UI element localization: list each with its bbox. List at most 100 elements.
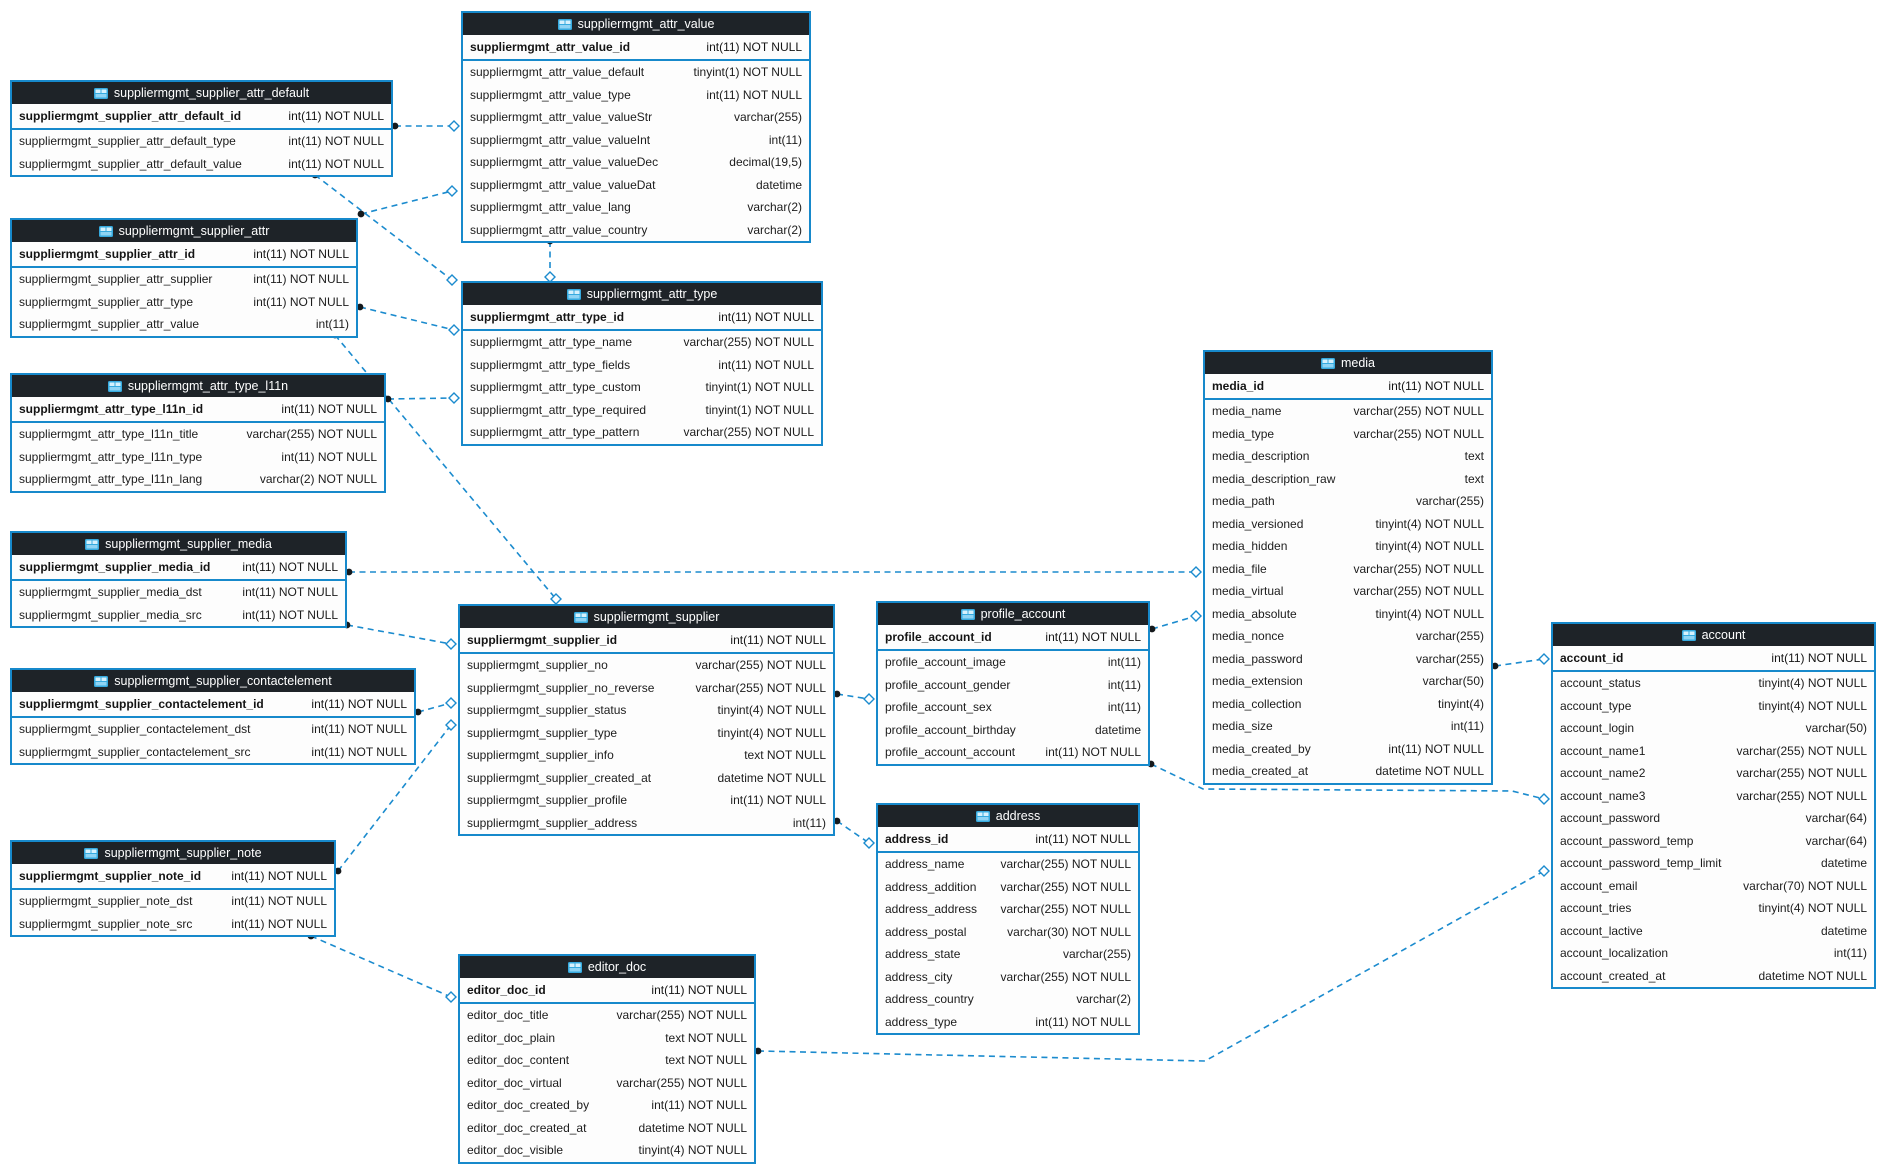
table-row[interactable]: suppliermgmt_supplier_attr_default_type … <box>12 130 391 153</box>
table-row[interactable]: media_collection tinyint(4) <box>1205 693 1491 716</box>
table-row[interactable]: suppliermgmt_supplier_attr_supplier int(… <box>12 268 356 291</box>
table-row[interactable]: suppliermgmt_attr_value_country varchar(… <box>463 219 809 242</box>
relation-supplier-attr-to-attr-value[interactable] <box>357 185 458 218</box>
table-row[interactable]: suppliermgmt_attr_type_required tinyint(… <box>463 399 821 422</box>
table-row[interactable]: media_type varchar(255) NOT NULL <box>1205 423 1491 446</box>
relation-supplier-to-address[interactable] <box>833 817 875 849</box>
table-row[interactable]: media_password varchar(255) <box>1205 648 1491 671</box>
table-header[interactable]: suppliermgmt_attr_type_l11n <box>12 375 384 397</box>
table-row[interactable]: editor_doc_plain text NOT NULL <box>460 1027 754 1050</box>
table-row[interactable]: address_state varchar(255) <box>878 943 1138 966</box>
table-row[interactable]: profile_account_account int(11) NOT NULL <box>878 741 1148 764</box>
table-row[interactable]: account_name2 varchar(255) NOT NULL <box>1553 762 1874 785</box>
table-header[interactable]: suppliermgmt_supplier_media <box>12 533 345 555</box>
table-row[interactable]: media_created_by int(11) NOT NULL <box>1205 738 1491 761</box>
table-row[interactable]: suppliermgmt_supplier_attr_value int(11) <box>12 313 356 336</box>
table-row[interactable]: suppliermgmt_attr_value_valueInt int(11) <box>463 129 809 152</box>
table-row[interactable]: suppliermgmt_supplier_status tinyint(4) … <box>460 699 833 722</box>
table-header[interactable]: suppliermgmt_supplier_attr_default <box>12 82 391 104</box>
table-row[interactable]: editor_doc_created_at datetime NOT NULL <box>460 1117 754 1140</box>
relation-attr-value-to-attr-type[interactable] <box>544 237 556 283</box>
table-row[interactable]: account_created_at datetime NOT NULL <box>1553 965 1874 988</box>
table-profile_account[interactable]: profile_account profile_account_id int(1… <box>876 601 1150 766</box>
table-pk-row[interactable]: editor_doc_id int(11) NOT NULL <box>460 978 754 1004</box>
table-pk-row[interactable]: suppliermgmt_attr_type_l11n_id int(11) N… <box>12 397 384 423</box>
table-row[interactable]: suppliermgmt_attr_value_default tinyint(… <box>463 61 809 84</box>
table-row[interactable]: media_nonce varchar(255) <box>1205 625 1491 648</box>
table-editor_doc[interactable]: editor_doc editor_doc_id int(11) NOT NUL… <box>458 954 756 1164</box>
table-row[interactable]: editor_doc_content text NOT NULL <box>460 1049 754 1072</box>
table-row[interactable]: media_description text <box>1205 445 1491 468</box>
table-row[interactable]: suppliermgmt_supplier_attr_default_value… <box>12 153 391 176</box>
relation-supplier-attr-default-to-attr-value[interactable] <box>391 120 460 132</box>
table-row[interactable]: media_path varchar(255) <box>1205 490 1491 513</box>
table-row[interactable]: suppliermgmt_supplier_created_at datetim… <box>460 767 833 790</box>
table-row[interactable]: account_login varchar(50) <box>1553 717 1874 740</box>
table-row[interactable]: account_type tinyint(4) NOT NULL <box>1553 695 1874 718</box>
relation-profile-account-to-media[interactable] <box>1148 610 1202 633</box>
table-row[interactable]: suppliermgmt_supplier_no varchar(255) NO… <box>460 654 833 677</box>
table-row[interactable]: account_password varchar(64) <box>1553 807 1874 830</box>
table-row[interactable]: suppliermgmt_attr_type_l11n_lang varchar… <box>12 468 384 491</box>
table-row[interactable]: profile_account_birthday datetime <box>878 719 1148 742</box>
relation-editor-doc-to-account[interactable] <box>754 865 1550 1062</box>
table-row[interactable]: media_hidden tinyint(4) NOT NULL <box>1205 535 1491 558</box>
table-row[interactable]: suppliermgmt_supplier_contactelement_dst… <box>12 718 414 741</box>
table-row[interactable]: editor_doc_visible tinyint(4) NOT NULL <box>460 1139 754 1162</box>
table-pk-row[interactable]: suppliermgmt_supplier_attr_default_id in… <box>12 104 391 130</box>
table-row[interactable]: account_tries tinyint(4) NOT NULL <box>1553 897 1874 920</box>
table-pk-row[interactable]: suppliermgmt_supplier_contactelement_id … <box>12 692 414 718</box>
table-row[interactable]: media_name varchar(255) NOT NULL <box>1205 400 1491 423</box>
table-row[interactable]: editor_doc_title varchar(255) NOT NULL <box>460 1004 754 1027</box>
table-suppliermgmt_attr_type[interactable]: suppliermgmt_attr_type suppliermgmt_attr… <box>461 281 823 446</box>
table-row[interactable]: address_name varchar(255) NOT NULL <box>878 853 1138 876</box>
table-row[interactable]: address_city varchar(255) NOT NULL <box>878 966 1138 989</box>
table-row[interactable]: profile_account_sex int(11) <box>878 696 1148 719</box>
table-header[interactable]: suppliermgmt_attr_type <box>463 283 821 305</box>
table-row[interactable]: suppliermgmt_attr_type_pattern varchar(2… <box>463 421 821 444</box>
table-header[interactable]: suppliermgmt_attr_value <box>463 13 809 35</box>
table-suppliermgmt_supplier[interactable]: suppliermgmt_supplier suppliermgmt_suppl… <box>458 604 835 836</box>
table-pk-row[interactable]: profile_account_id int(11) NOT NULL <box>878 625 1148 651</box>
table-pk-row[interactable]: suppliermgmt_supplier_id int(11) NOT NUL… <box>460 628 833 654</box>
table-row[interactable]: suppliermgmt_supplier_type tinyint(4) NO… <box>460 722 833 745</box>
table-row[interactable]: suppliermgmt_supplier_contactelement_src… <box>12 741 414 764</box>
table-row[interactable]: account_lactive datetime <box>1553 920 1874 943</box>
table-suppliermgmt_supplier_media[interactable]: suppliermgmt_supplier_media suppliermgmt… <box>10 531 347 628</box>
relation-supplier-to-profile-account[interactable] <box>833 690 875 705</box>
table-row[interactable]: account_password_temp_limit datetime <box>1553 852 1874 875</box>
relation-supplier-note-to-supplier[interactable] <box>334 719 457 875</box>
table-header[interactable]: suppliermgmt_supplier_contactelement <box>12 670 414 692</box>
table-row[interactable]: profile_account_gender int(11) <box>878 674 1148 697</box>
table-header[interactable]: media <box>1205 352 1491 374</box>
table-pk-row[interactable]: address_id int(11) NOT NULL <box>878 827 1138 853</box>
relation-supplier-attr-to-attr-type[interactable] <box>356 303 460 336</box>
table-suppliermgmt_attr_type_l11n[interactable]: suppliermgmt_attr_type_l11n suppliermgmt… <box>10 373 386 493</box>
table-row[interactable]: suppliermgmt_attr_type_l11n_type int(11)… <box>12 446 384 469</box>
table-row[interactable]: address_country varchar(2) <box>878 988 1138 1011</box>
table-row[interactable]: suppliermgmt_attr_type_name varchar(255)… <box>463 331 821 354</box>
table-pk-row[interactable]: account_id int(11) NOT NULL <box>1553 646 1874 672</box>
table-row[interactable]: suppliermgmt_attr_type_fields int(11) NO… <box>463 354 821 377</box>
relation-supplier-note-to-editor-doc[interactable] <box>307 932 457 1003</box>
table-row[interactable]: suppliermgmt_attr_value_valueDec decimal… <box>463 151 809 174</box>
table-pk-row[interactable]: suppliermgmt_supplier_media_id int(11) N… <box>12 555 345 581</box>
relation-supplier-media-to-supplier[interactable] <box>343 621 457 650</box>
table-row[interactable]: suppliermgmt_supplier_media_dst int(11) … <box>12 581 345 604</box>
table-row[interactable]: suppliermgmt_supplier_address int(11) <box>460 812 833 835</box>
table-row[interactable]: media_file varchar(255) NOT NULL <box>1205 558 1491 581</box>
table-header[interactable]: suppliermgmt_supplier_attr <box>12 220 356 242</box>
table-row[interactable]: media_virtual varchar(255) NOT NULL <box>1205 580 1491 603</box>
relation-supplier-contactelement-to-supplier[interactable] <box>414 697 457 716</box>
table-suppliermgmt_supplier_note[interactable]: suppliermgmt_supplier_note suppliermgmt_… <box>10 840 336 937</box>
table-row[interactable]: suppliermgmt_supplier_no_reverse varchar… <box>460 677 833 700</box>
relation-supplier-media-to-media[interactable] <box>345 566 1202 578</box>
table-header[interactable]: address <box>878 805 1138 827</box>
table-header[interactable]: suppliermgmt_supplier <box>460 606 833 628</box>
table-pk-row[interactable]: suppliermgmt_supplier_note_id int(11) NO… <box>12 864 334 890</box>
table-row[interactable]: account_email varchar(70) NOT NULL <box>1553 875 1874 898</box>
table-row[interactable]: suppliermgmt_attr_value_lang varchar(2) <box>463 196 809 219</box>
table-header[interactable]: suppliermgmt_supplier_note <box>12 842 334 864</box>
table-row[interactable]: suppliermgmt_supplier_info text NOT NULL <box>460 744 833 767</box>
relation-media-to-account[interactable] <box>1491 653 1550 670</box>
